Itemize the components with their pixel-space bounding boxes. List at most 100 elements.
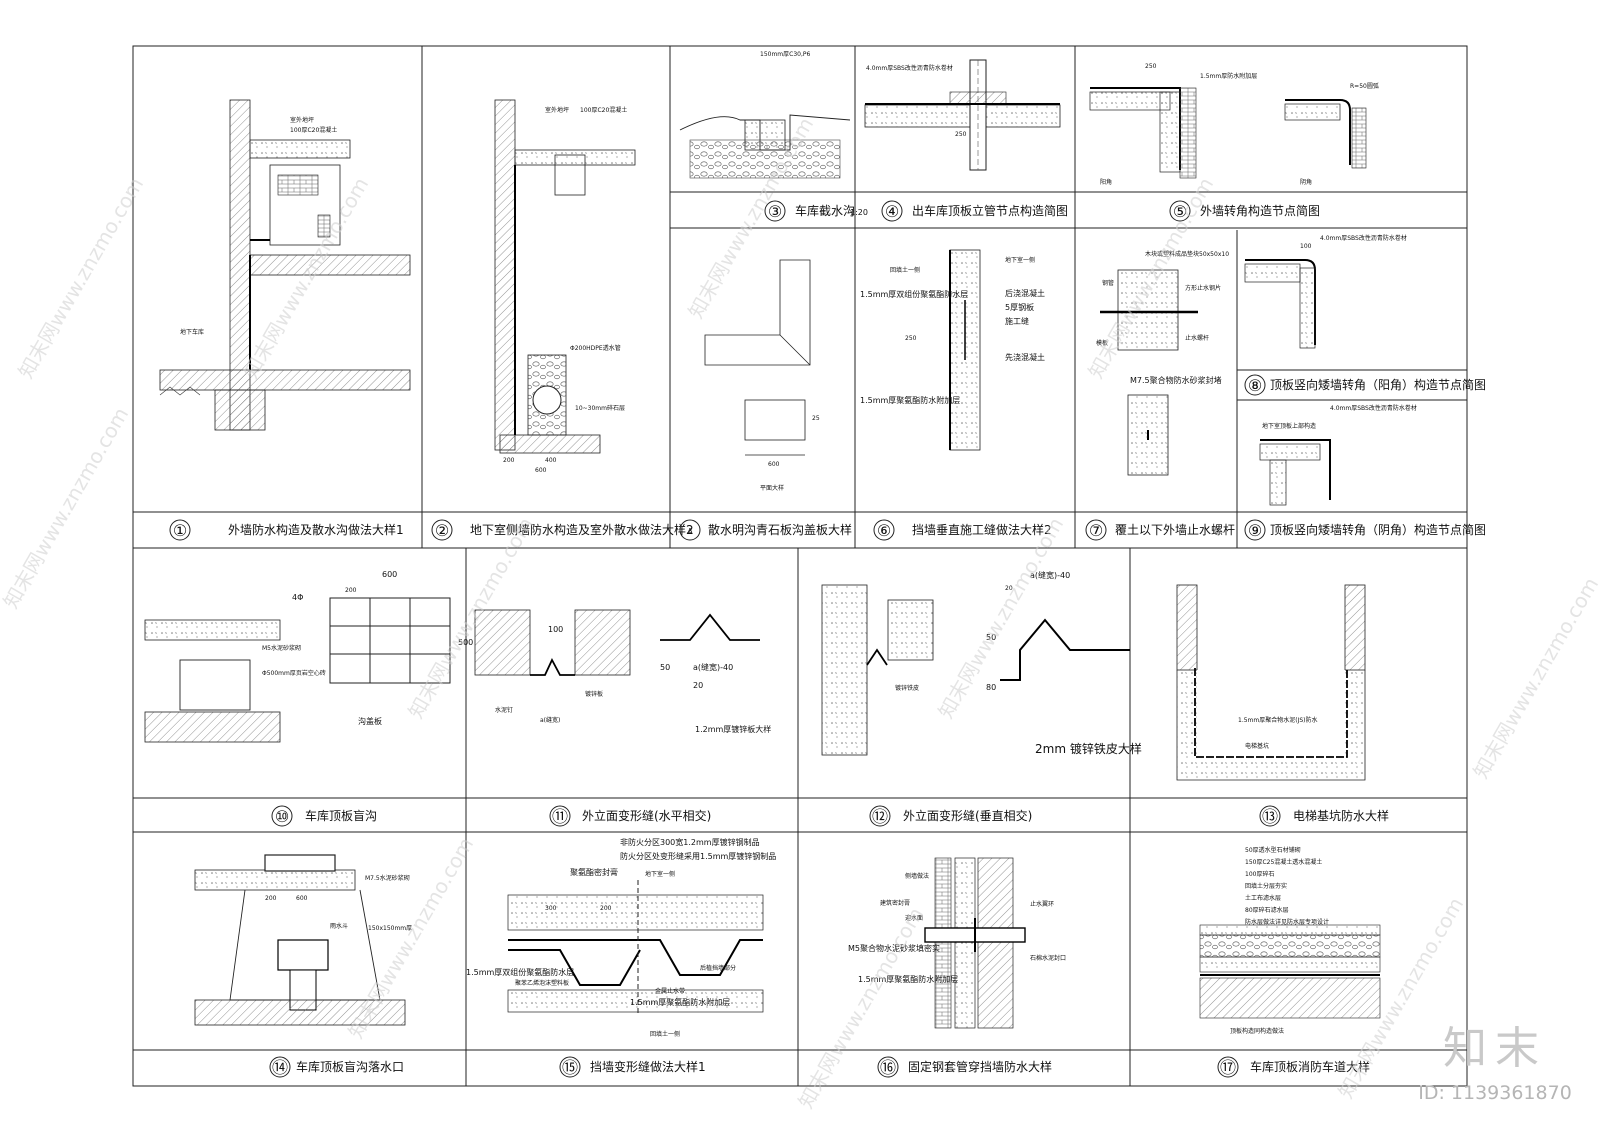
p16-label-f: 1.5mm厚聚氨酯防水附加层 xyxy=(858,974,958,984)
watermark-text: 知末网www.znzmo.com xyxy=(14,173,149,382)
detail-16-drawing: 侧墙做法 建筑密封膏 迎水面 止水翼环 M5聚合物水泥砂浆填密实 1.5mm厚聚… xyxy=(848,857,1066,1029)
pA-dim-25: 25 xyxy=(812,415,820,422)
detail-2-title: 地下室侧墙防水构造及室外散水做法大样2 xyxy=(470,522,694,537)
p2-dim-600: 600 xyxy=(535,467,547,474)
detail-1-title: 外墙防水构造及散水沟做法大样1 xyxy=(228,522,404,537)
p15-label-c: 聚氨酯密封膏 xyxy=(570,867,618,877)
detail-14-number: ⑭ xyxy=(272,1058,288,1077)
p17-label-f: 80厚碎石滤水层 xyxy=(1245,906,1289,914)
detail-10-title: 车库顶板盲沟 xyxy=(305,808,377,823)
p7-label-d: 方形止水钢片 xyxy=(1185,284,1221,292)
detail-10-caption: ⑩ 车库顶板盲沟 xyxy=(271,805,377,827)
p6-label-f: 施工缝 xyxy=(1005,316,1029,326)
pA-dim-600: 600 xyxy=(768,461,780,468)
p15-label-h: 1.5mm厚聚氨酯防水附加层 xyxy=(630,997,730,1007)
p1-label-b: 100厚C20混凝土 xyxy=(290,126,337,134)
p15-label-e: 1.5mm厚双组份聚氨酯防水层 xyxy=(466,967,574,977)
detail-2-drawing: 室外地坪 100厚C20混凝土 Φ200HDPE透水管 10~30mm碎石层 4… xyxy=(494,99,636,474)
detail-14-title: 车库顶板盲沟落水口 xyxy=(296,1059,404,1074)
p1-label-c: 地下车库 xyxy=(180,328,204,336)
p8-label-a: 4.0mm厚SBS改性沥青防水卷材 xyxy=(1320,234,1407,242)
detail-A-title: 散水明沟青石板沟盖板大样 xyxy=(708,522,852,537)
detail-17-number: ⑰ xyxy=(1220,1058,1236,1077)
p17-label-g: 防水层做法详见防水层专项设计 xyxy=(1245,918,1329,926)
p14-dim-200: 200 xyxy=(265,895,277,902)
detail-9-number: ⑨ xyxy=(1248,521,1262,540)
p2-dim-200: 200 xyxy=(503,457,515,464)
detail-2-number: ② xyxy=(435,521,449,540)
detail-8-title: 顶板竖向矮墙转角（阳角）构造节点简图 xyxy=(1270,377,1486,392)
watermark-text: 知末网www.znzmo.com xyxy=(0,403,133,612)
detail-1-caption: ① 外墙防水构造及散水沟做法大样1 xyxy=(169,519,404,541)
p7-label-e: M7.5聚合物防水砂浆封堵 xyxy=(1130,375,1222,385)
detail-13-drawing: 1.5mm厚聚合物水泥(JS)防水 电梯基坑 xyxy=(1176,584,1366,781)
detail-6-title: 挡墙垂直施工缝做法大样2 xyxy=(912,522,1052,537)
detail-3-scale: 1:20 xyxy=(850,208,868,217)
p7-label-b: 钢管 xyxy=(1102,279,1114,287)
p12-label-e: 2mm 镀锌铁皮大样 xyxy=(1035,741,1142,756)
p15-label-j: 回填土一侧 xyxy=(650,1030,680,1038)
detail-A-caption: A 散水明沟青石板沟盖板大样 xyxy=(679,519,852,541)
pA-label-a: 平面大样 xyxy=(760,484,784,492)
p15-label-a: 非防火分区300宽1.2mm厚镀锌钢制品 xyxy=(620,837,760,847)
detail-11-number: ⑪ xyxy=(552,807,568,826)
detail-12-number: ⑫ xyxy=(872,807,888,826)
detail-10-drawing: 600 200 4Φ 500 沟盖板 M5水泥砂浆砌 Φ500mm厚页岩空心砖 xyxy=(144,570,473,743)
p15-dim-300: 300 xyxy=(545,905,557,912)
p4-label-a: 4.0mm厚SBS改性沥青防水卷材 xyxy=(866,64,953,72)
detail-9-title: 顶板竖向矮墙转角（阴角）构造节点简图 xyxy=(1270,522,1486,537)
p5-label-yang: 阳角 xyxy=(1100,178,1112,186)
detail-7-title: 覆土以下外墙止水螺杆 xyxy=(1115,523,1235,537)
watermark-text: 知末网www.znzmo.com xyxy=(344,833,479,1042)
p2-label-a: 室外地坪 xyxy=(545,106,569,114)
p6-label-a: 回填土一侧 xyxy=(890,266,920,274)
detail-8-drawing: 4.0mm厚SBS改性沥青防水卷材 100 xyxy=(1244,234,1407,349)
detail-3-caption: ③ 车库截水沟 1:20 xyxy=(764,200,868,222)
detail-17-caption: ⑰ 车库顶板消防车道大样 xyxy=(1217,1056,1370,1078)
brand-watermark: 知末 ID: 1139361870 xyxy=(1400,1012,1590,1104)
detail-4-number: ④ xyxy=(885,202,899,221)
p17-label-e: 土工布滤水层 xyxy=(1245,894,1281,902)
p5-label-yin: 阴角 xyxy=(1300,178,1312,186)
sheet-frame xyxy=(132,45,1468,1087)
detail-16-title: 固定钢套管穿挡墙防水大样 xyxy=(908,1059,1052,1074)
p17-label-c: 100厚碎石 xyxy=(1245,870,1274,878)
p11-label-b: 水泥钉 xyxy=(495,706,513,714)
p12-dim-50: 50 xyxy=(986,633,996,642)
p16-label-e: M5聚合物水泥砂浆填密实 xyxy=(848,943,940,953)
p2-label-b: 100厚C20混凝土 xyxy=(580,106,627,114)
p7-label-a: 木块或塑料成品垫块50x50x10 xyxy=(1145,250,1229,258)
detail-17-drawing: 50厚透水型石材铺砌 150厚C25混凝土透水混凝土 100厚碎石 回填土分层夯… xyxy=(1199,846,1381,1035)
p6-label-b: 地下室一侧 xyxy=(1005,256,1035,264)
p11-label-c: a(缝宽) xyxy=(540,716,560,724)
p6-label-g: 先浇混凝土 xyxy=(1005,352,1045,362)
watermark-text: 知末网www.znzmo.com xyxy=(1084,173,1219,382)
detail-11-drawing: 100 水泥钉 a(缝宽) 50 a(缝宽)-40 20 1.2mm厚镀锌板大样… xyxy=(474,609,771,734)
detail-13-title: 电梯基坑防水大样 xyxy=(1293,808,1389,823)
detail-16-caption: ⑯ 固定钢套管穿挡墙防水大样 xyxy=(877,1056,1052,1078)
detail-3-number: ③ xyxy=(768,202,782,221)
p2-dim-400: 400 xyxy=(545,457,557,464)
p16-label-g: 石棉水泥封口 xyxy=(1030,954,1066,962)
p14-dim-600: 600 xyxy=(296,895,308,902)
p6-label-d: 后浇混凝土 xyxy=(1005,288,1045,298)
detail-6-number: ⑥ xyxy=(877,521,891,540)
detail-3-title: 车库截水沟 xyxy=(795,203,855,218)
p4-dim-250: 250 xyxy=(955,131,967,138)
detail-7-number: ⑦ xyxy=(1089,521,1103,540)
p5-dim-250: 250 xyxy=(1145,63,1157,70)
p17-label-h: 顶板构造同构造做法 xyxy=(1230,1027,1284,1035)
p17-label-b: 150厚C25混凝土透水混凝土 xyxy=(1245,858,1322,866)
p6-label-c: 1.5mm厚双组份聚氨酯防水层 xyxy=(860,289,968,299)
detail-5-caption: ⑤ 外墙转角构造节点简图 xyxy=(1169,200,1320,222)
p10-dim-200: 200 xyxy=(345,587,357,594)
p12-label-a: a(缝宽)-40 xyxy=(1030,570,1070,580)
p17-label-d: 回填土分层夯实 xyxy=(1245,882,1287,890)
p11-label-h: 镀锌板 xyxy=(585,690,603,698)
p7-label-f: 模板 xyxy=(1096,339,1108,347)
detail-12-title: 外立面变形缝(垂直相交) xyxy=(903,808,1032,823)
p16-label-c: 迎水面 xyxy=(905,914,923,922)
detail-15-title: 挡墙变形缝做法大样1 xyxy=(590,1059,706,1074)
detail-A-drawing xyxy=(704,259,811,456)
p11-label-e: a(缝宽)-40 xyxy=(693,662,733,672)
